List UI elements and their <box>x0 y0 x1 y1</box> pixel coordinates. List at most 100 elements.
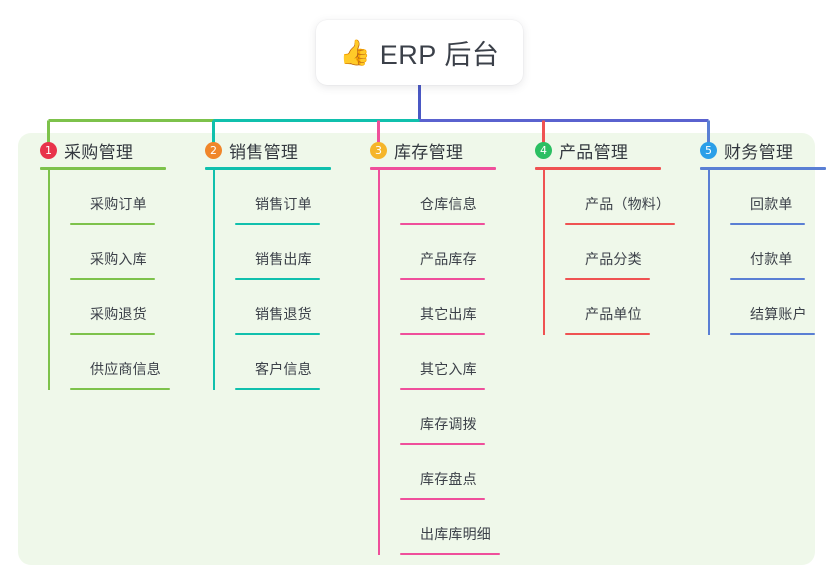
branch-header-1[interactable]: 1 采购管理 <box>18 133 188 167</box>
branch-children: 仓库信息产品库存其它出库其它入库库存调拨库存盘点出库库明细 <box>378 170 528 555</box>
leaf-underline <box>565 333 650 335</box>
leaf-underline <box>70 223 155 225</box>
branch-1: 1 采购管理采购订单采购入库采购退货供应商信息 <box>18 133 188 390</box>
branch-badge-icon: 5 <box>700 141 717 159</box>
branch-title: 销售管理 <box>229 142 299 162</box>
leaf-underline <box>730 223 805 225</box>
leaf-label: 销售订单 <box>255 196 312 212</box>
leaf-label: 产品（物料） <box>585 196 671 212</box>
leaf-label: 供应商信息 <box>90 361 161 377</box>
branch-spine <box>213 170 215 390</box>
leaf-label: 其它入库 <box>420 361 477 377</box>
thumbs-up-icon: 👍 <box>339 38 371 67</box>
root-node[interactable]: 👍 ERP 后台 <box>316 20 523 85</box>
leaf-item[interactable]: 产品（物料） <box>565 170 688 225</box>
leaf-label: 其它出库 <box>420 306 477 322</box>
leaf-item[interactable]: 客户信息 <box>235 335 353 390</box>
leaf-label: 产品分类 <box>585 251 642 267</box>
leaf-underline <box>235 223 320 225</box>
leaf-underline <box>235 278 320 280</box>
leaf-item[interactable]: 出库库明细 <box>400 500 528 555</box>
branch-title: 采购管理 <box>64 142 134 162</box>
branch-spine <box>378 170 380 555</box>
leaf-item[interactable]: 库存调拨 <box>400 390 528 445</box>
leaf-underline <box>235 388 320 390</box>
leaf-item[interactable]: 产品分类 <box>565 225 688 280</box>
branch-3: 3 库存管理仓库信息产品库存其它出库其它入库库存调拨库存盘点出库库明细 <box>348 133 528 555</box>
branch-4: 4 产品管理产品（物料） 产品分类产品单位 <box>513 133 688 335</box>
leaf-underline <box>730 333 815 335</box>
branch-title: 产品管理 <box>559 142 629 162</box>
leaf-underline <box>400 388 485 390</box>
branch-underline <box>205 167 331 170</box>
leaf-label: 采购入库 <box>90 251 147 267</box>
leaf-underline <box>235 333 320 335</box>
leaf-underline <box>70 333 155 335</box>
leaf-label: 回款单 <box>750 196 793 212</box>
leaf-underline <box>565 278 650 280</box>
branch-header-4[interactable]: 4 产品管理 <box>513 133 688 167</box>
branch-spine <box>543 170 545 335</box>
leaf-underline <box>400 278 485 280</box>
leaf-label: 采购退货 <box>90 306 147 322</box>
branch-header-3[interactable]: 3 库存管理 <box>348 133 528 167</box>
leaf-item[interactable]: 其它出库 <box>400 280 528 335</box>
leaf-label: 库存盘点 <box>420 471 477 487</box>
leaf-item[interactable]: 产品库存 <box>400 225 528 280</box>
leaf-label: 结算账户 <box>750 306 807 322</box>
leaf-item[interactable]: 仓库信息 <box>400 170 528 225</box>
leaf-underline <box>400 498 485 500</box>
leaf-underline <box>400 333 485 335</box>
leaf-underline <box>70 388 170 390</box>
branch-header-2[interactable]: 2 销售管理 <box>183 133 353 167</box>
branch-badge-icon: 3 <box>370 141 387 159</box>
leaf-item[interactable]: 付款单 <box>730 225 838 280</box>
leaf-item[interactable]: 结算账户 <box>730 280 838 335</box>
leaf-underline <box>70 278 155 280</box>
leaf-label: 出库库明细 <box>420 526 491 542</box>
leaf-underline <box>730 278 805 280</box>
leaf-label: 仓库信息 <box>420 196 477 212</box>
leaf-item[interactable]: 产品单位 <box>565 280 688 335</box>
branch-badge-icon: 2 <box>205 141 222 159</box>
leaf-underline <box>400 553 500 555</box>
branch-children: 采购订单采购入库采购退货供应商信息 <box>48 170 188 390</box>
branch-spine <box>48 170 50 390</box>
leaf-item[interactable]: 供应商信息 <box>70 335 188 390</box>
leaf-item[interactable]: 采购退货 <box>70 280 188 335</box>
leaf-item[interactable]: 回款单 <box>730 170 838 225</box>
leaf-item[interactable]: 销售退货 <box>235 280 353 335</box>
leaf-underline <box>565 223 675 225</box>
leaf-item[interactable]: 采购订单 <box>70 170 188 225</box>
leaf-underline <box>400 443 485 445</box>
leaf-item[interactable]: 销售订单 <box>235 170 353 225</box>
branch-children: 产品（物料） 产品分类产品单位 <box>543 170 688 335</box>
branch-2: 2 销售管理销售订单销售出库销售退货客户信息 <box>183 133 353 390</box>
leaf-item[interactable]: 其它入库 <box>400 335 528 390</box>
leaf-label: 客户信息 <box>255 361 312 377</box>
branch-badge-icon: 1 <box>40 141 57 159</box>
leaf-label: 采购订单 <box>90 196 147 212</box>
branch-children: 回款单付款单结算账户 <box>708 170 838 335</box>
leaf-item[interactable]: 销售出库 <box>235 225 353 280</box>
leaf-underline <box>400 223 485 225</box>
leaf-item[interactable]: 采购入库 <box>70 225 188 280</box>
branch-spine <box>708 170 710 335</box>
branch-underline <box>370 167 496 170</box>
leaf-label: 付款单 <box>750 251 793 267</box>
diagram-panel <box>18 133 815 565</box>
branch-title: 财务管理 <box>724 142 794 162</box>
branch-5: 5 财务管理回款单付款单结算账户 <box>678 133 838 335</box>
leaf-label: 销售出库 <box>255 251 312 267</box>
branch-underline <box>40 167 166 170</box>
leaf-label: 库存调拨 <box>420 416 477 432</box>
leaf-item[interactable]: 库存盘点 <box>400 445 528 500</box>
branch-title: 库存管理 <box>394 142 464 162</box>
branch-underline <box>700 167 826 170</box>
branch-badge-icon: 4 <box>535 141 552 159</box>
branch-children: 销售订单销售出库销售退货客户信息 <box>213 170 353 390</box>
leaf-label: 产品单位 <box>585 306 642 322</box>
branch-header-5[interactable]: 5 财务管理 <box>678 133 838 167</box>
branch-underline <box>535 167 661 170</box>
